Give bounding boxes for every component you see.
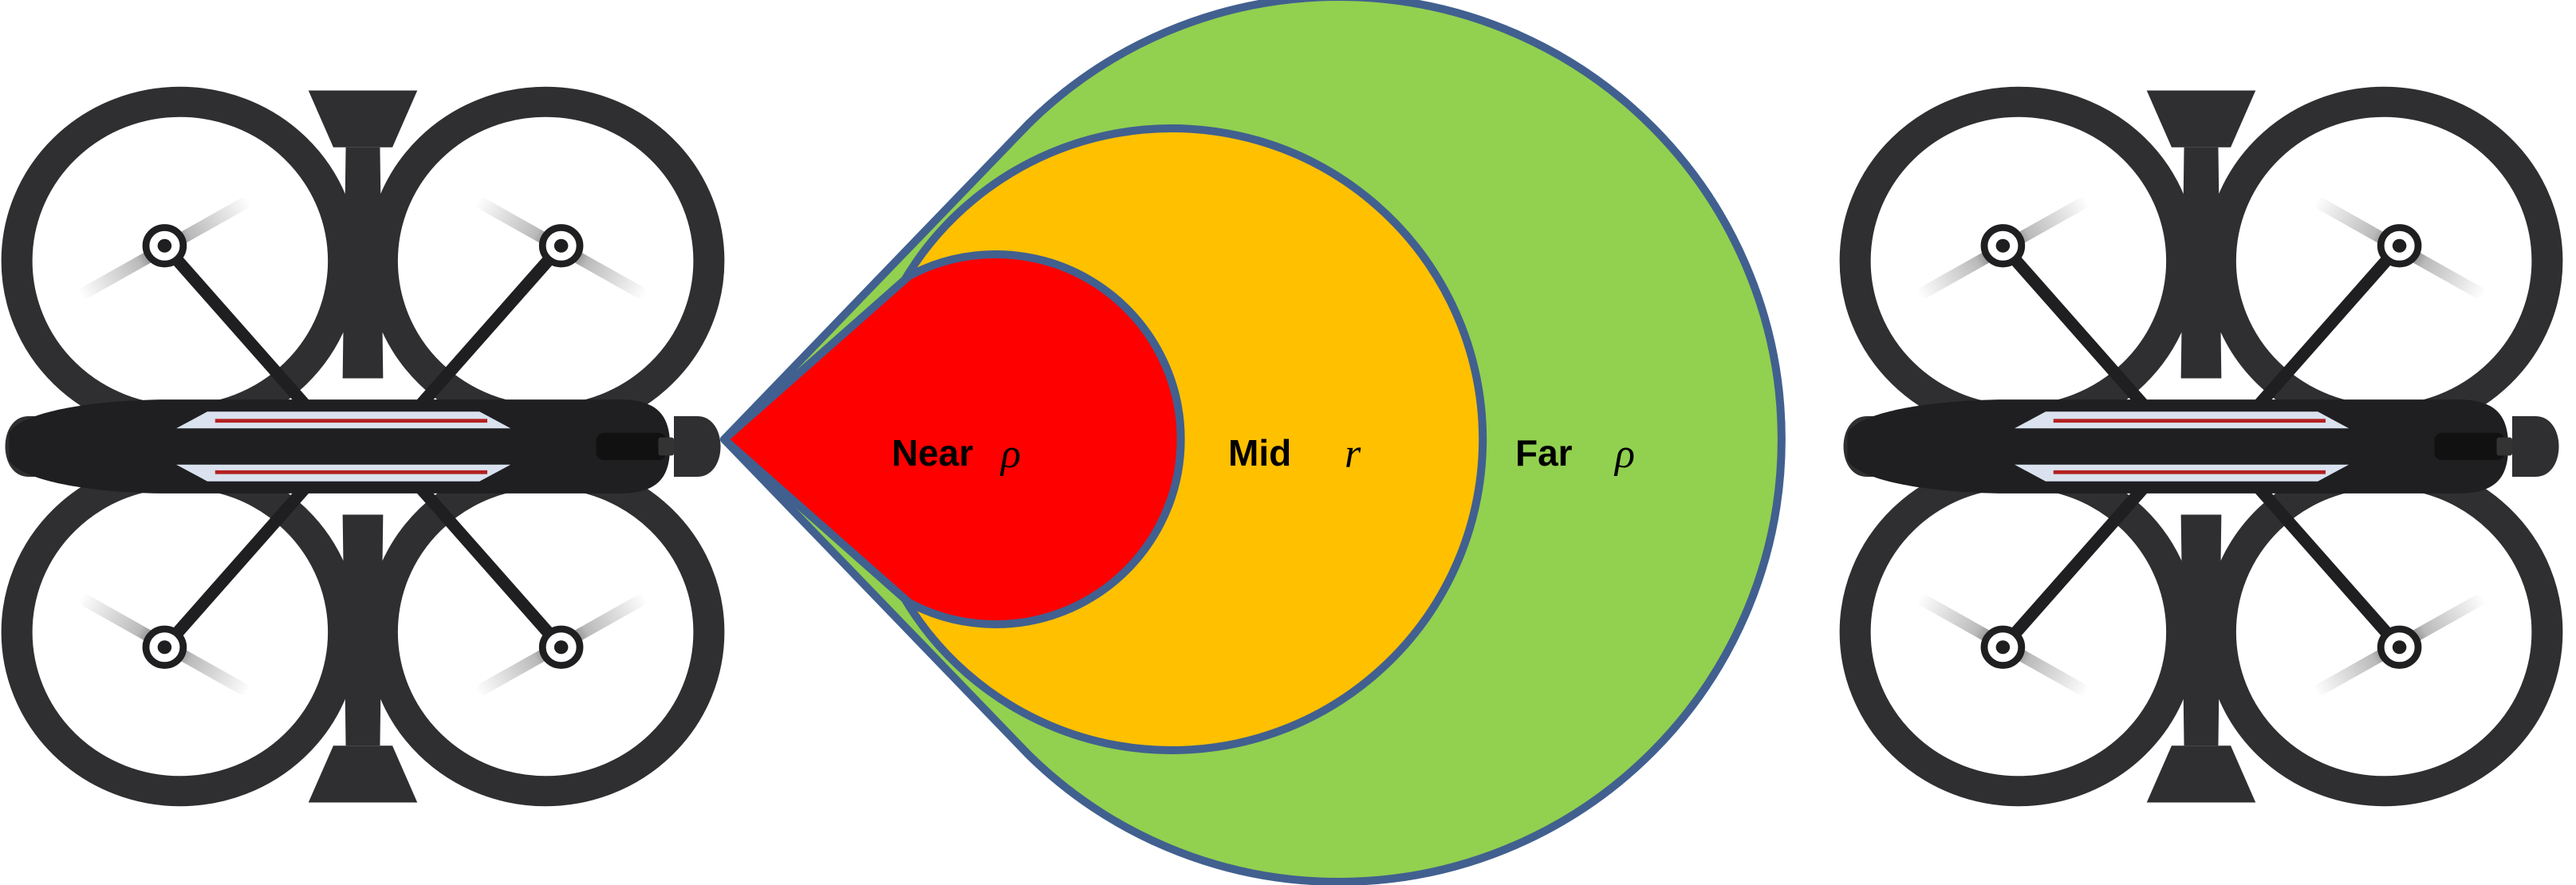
left-drone-image <box>5 90 720 802</box>
near-zone-shape <box>720 250 1185 628</box>
sensing-zones <box>720 0 1786 885</box>
far-zone-label: Far <box>1515 432 1573 474</box>
mid-zone-label: Mid <box>1228 432 1291 474</box>
near-zone-symbol: ρ <box>999 431 1021 477</box>
near-zone-label: Near <box>892 432 973 474</box>
zone-labels: Near ρ Mid r Far ρ <box>892 431 1635 477</box>
mid-zone-symbol: r <box>1345 431 1361 477</box>
right-drone-image <box>1844 90 2559 802</box>
far-zone-symbol: ρ <box>1613 431 1635 477</box>
